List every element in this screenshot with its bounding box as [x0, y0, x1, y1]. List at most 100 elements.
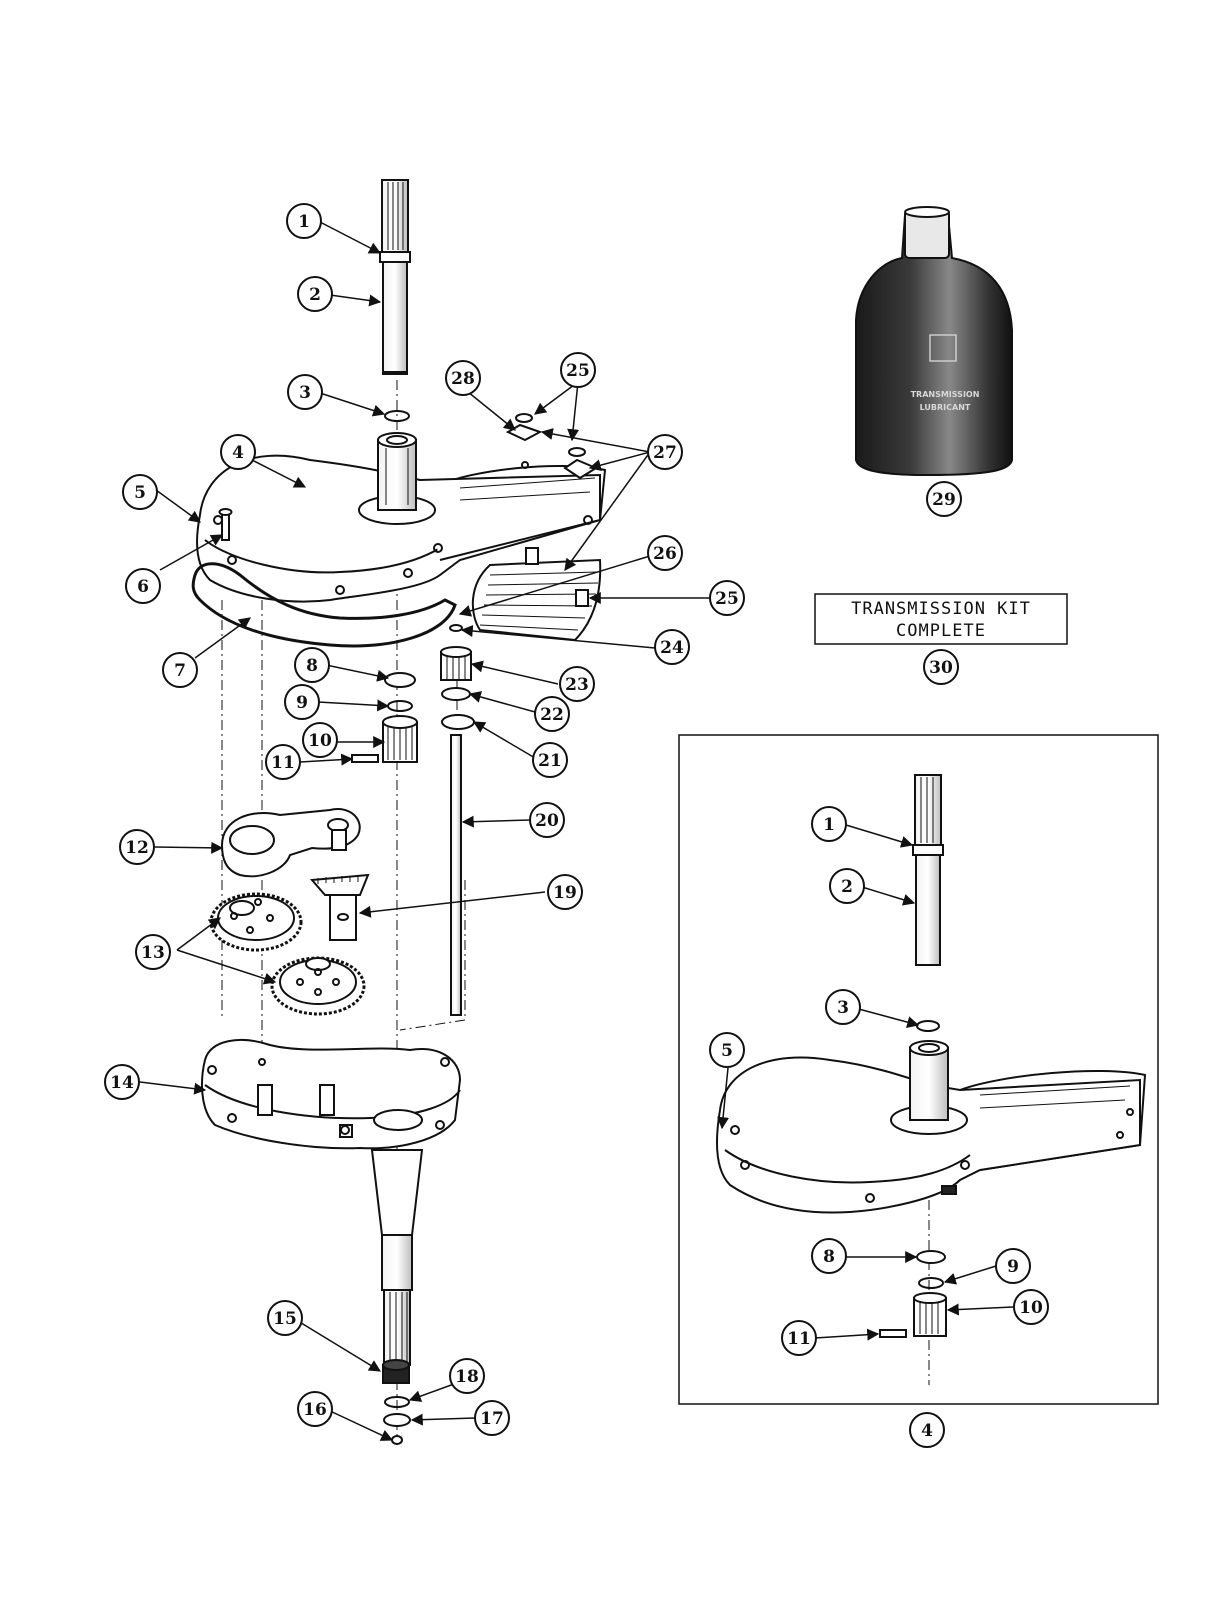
callout-bubbles: 1 2 3 4 5 6 7 8 9 10 11 12 13 14 15 16 1…	[104, 203, 745, 1436]
lubricant-bottle: TRANSMISSION LUBRICANT 29	[855, 206, 1013, 517]
callout-30: 30	[923, 649, 959, 685]
svg-text:30: 30	[929, 658, 953, 678]
svg-text:1: 1	[823, 815, 835, 835]
callout-17: 17	[474, 1400, 510, 1436]
callout-3: 3	[287, 374, 323, 410]
svg-text:7: 7	[174, 661, 186, 681]
svg-text:11: 11	[787, 1329, 811, 1349]
svg-text:27: 27	[653, 443, 677, 463]
svg-text:8: 8	[306, 656, 318, 676]
main-assembly	[191, 179, 607, 1445]
inset-callout-9: 9	[995, 1248, 1031, 1284]
callout-4: 4	[220, 434, 256, 470]
svg-text:10: 10	[1019, 1298, 1043, 1318]
callout-21: 21	[532, 742, 568, 778]
svg-text:18: 18	[455, 1367, 479, 1387]
drive-gear-upper	[209, 892, 303, 952]
idler-shaft	[450, 734, 462, 1016]
bearing-washer	[384, 672, 416, 688]
svg-text:25: 25	[566, 361, 590, 381]
svg-text:12: 12	[125, 838, 149, 858]
svg-text:5: 5	[721, 1041, 733, 1061]
svg-text:8: 8	[823, 1247, 835, 1267]
svg-text:21: 21	[538, 751, 562, 771]
svg-text:6: 6	[137, 577, 149, 597]
svg-text:2: 2	[309, 285, 321, 305]
svg-text:2: 2	[841, 877, 853, 897]
callout-22: 22	[534, 696, 570, 732]
kit-label-line1: TRANSMISSION KIT	[851, 599, 1031, 619]
callout-16: 16	[297, 1391, 333, 1427]
cover-assembly-inset: 1 2 3 5 8 9 10 11 4	[678, 734, 1159, 1448]
svg-text:16: 16	[303, 1400, 327, 1420]
svg-text:9: 9	[296, 693, 308, 713]
callout-5: 5	[122, 474, 158, 510]
callout-10: 10	[302, 722, 338, 758]
callout-8: 8	[294, 647, 330, 683]
roll-pin	[351, 754, 379, 763]
callout-7: 7	[162, 652, 198, 688]
inset-callout-10: 10	[1013, 1289, 1049, 1325]
callout-27: 27	[647, 434, 683, 470]
callout-2: 2	[297, 276, 333, 312]
pinion-gear	[382, 715, 418, 763]
callout-28: 28	[445, 360, 481, 396]
inset-callout-4: 4	[909, 1412, 945, 1448]
svg-text:28: 28	[451, 369, 475, 389]
callout-9: 9	[284, 684, 320, 720]
callout-23: 23	[559, 666, 595, 702]
callout-18: 18	[449, 1358, 485, 1394]
inset-callout-5: 5	[709, 1032, 745, 1068]
coupling-nut	[382, 1359, 410, 1384]
callout-19: 19	[547, 874, 583, 910]
svg-text:23: 23	[565, 675, 589, 695]
cover-screw	[218, 508, 233, 541]
svg-text:24: 24	[660, 638, 684, 658]
spacer-ring	[387, 700, 413, 712]
svg-text:5: 5	[134, 483, 146, 503]
drive-gear-lower	[270, 956, 366, 1016]
callout-24: 24	[654, 629, 690, 665]
gasket	[191, 562, 457, 648]
svg-text:19: 19	[553, 883, 577, 903]
crank-arm	[220, 808, 361, 878]
callout-11: 11	[265, 744, 301, 780]
callout-1: 1	[286, 203, 322, 239]
svg-text:11: 11	[271, 753, 295, 773]
transmission-kit-label: TRANSMISSION KIT COMPLETE 30	[814, 593, 1068, 685]
flat-washer	[384, 1396, 410, 1408]
bottle-label-line2: LUBRICANT	[920, 403, 971, 412]
svg-text:13: 13	[141, 943, 165, 963]
callout-12: 12	[119, 829, 155, 865]
thrust-washer-upper	[441, 687, 471, 701]
svg-text:29: 29	[932, 490, 956, 510]
bottle-label-line1: TRANSMISSION	[911, 390, 980, 399]
kit-label-line2: COMPLETE	[896, 621, 986, 641]
transmission-cover	[196, 432, 607, 603]
callout-25-upper: 25	[560, 352, 596, 388]
transmission-base	[201, 1039, 462, 1366]
svg-text:9: 9	[1007, 1257, 1019, 1277]
callout-15: 15	[267, 1300, 303, 1336]
inset-callout-11: 11	[781, 1320, 817, 1356]
idler-gear	[440, 646, 472, 681]
inset-callout-1: 1	[811, 806, 847, 842]
callout-20: 20	[529, 802, 565, 838]
svg-text:22: 22	[540, 705, 564, 725]
svg-text:14: 14	[110, 1073, 134, 1093]
svg-text:4: 4	[232, 443, 244, 463]
svg-text:10: 10	[308, 731, 332, 751]
thrust-washer-lower	[441, 714, 475, 730]
lock-washer	[383, 1413, 411, 1427]
inset-callout-2: 2	[829, 868, 865, 904]
svg-text:3: 3	[299, 383, 311, 403]
leader-lines	[139, 221, 710, 1441]
callout-29: 29	[926, 481, 962, 517]
sector-gear	[309, 873, 370, 941]
svg-text:20: 20	[535, 811, 559, 831]
svg-text:3: 3	[837, 998, 849, 1018]
svg-text:15: 15	[273, 1309, 297, 1329]
hex-nut	[391, 1435, 403, 1445]
callout-14: 14	[104, 1064, 140, 1100]
